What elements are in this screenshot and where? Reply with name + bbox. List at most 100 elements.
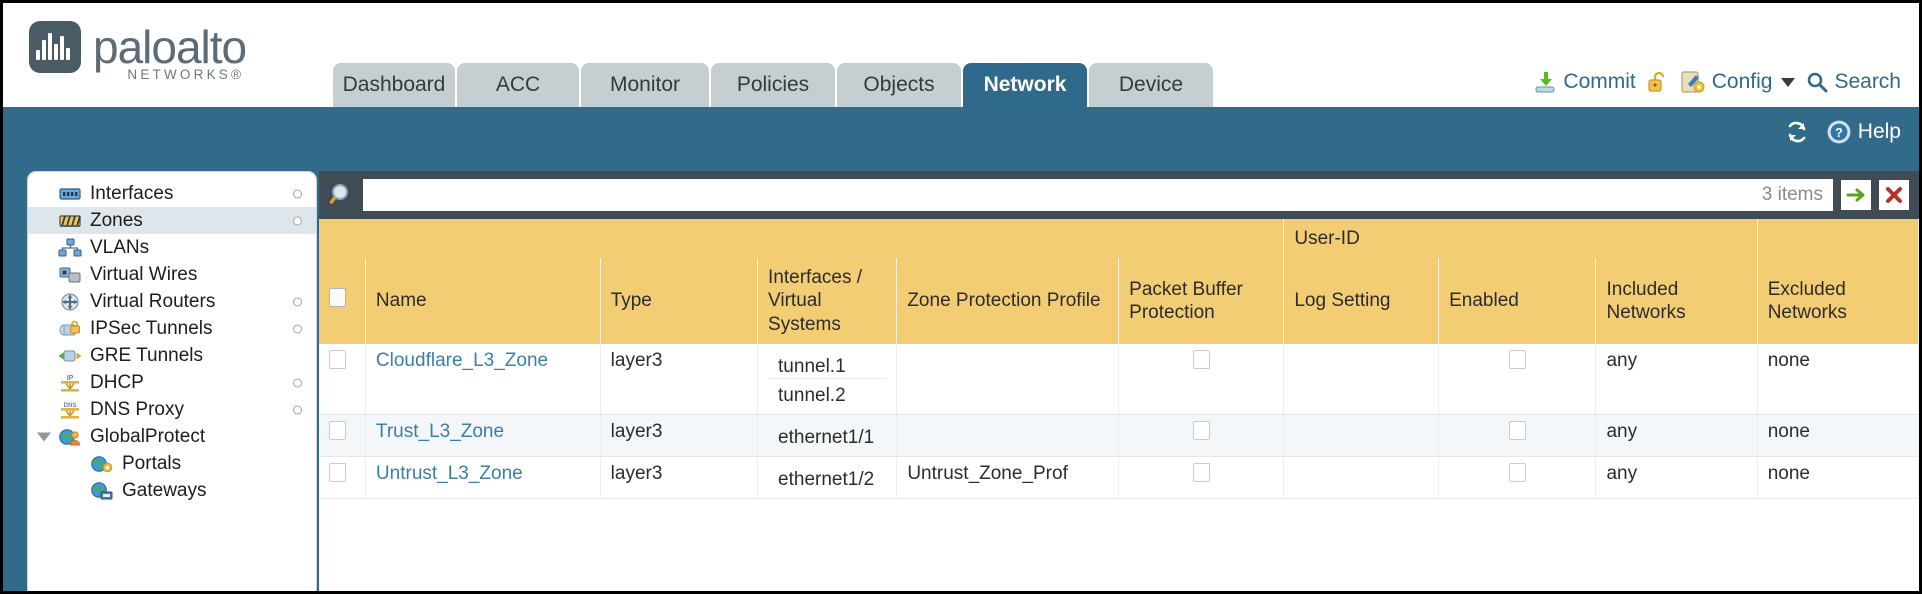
row-checkbox[interactable]	[329, 349, 346, 369]
portals-icon	[91, 455, 113, 472]
search-button[interactable]: Search	[1806, 70, 1901, 94]
column-header-excluded-networks[interactable]: Excluded Networks	[1757, 258, 1919, 344]
open-padlock-icon	[1648, 71, 1664, 92]
zone-name-link[interactable]: Trust_L3_Zone	[375, 420, 505, 442]
sidebar-item-label: GlobalProtect	[90, 425, 206, 447]
column-header-included-networks[interactable]: Included Networks	[1595, 258, 1758, 344]
help-icon: ?	[1827, 120, 1851, 144]
gre-tunnels-icon	[58, 350, 82, 361]
filter-input-wrap[interactable]: 3 items	[363, 179, 1833, 211]
packet-buffer-protection-checkbox[interactable]	[1192, 349, 1210, 369]
userid-enabled-checkbox[interactable]	[1508, 349, 1526, 369]
svg-text:?: ?	[1835, 126, 1843, 140]
interfaces-icon-wrap	[58, 184, 82, 204]
apply-filter-button[interactable]	[1841, 180, 1871, 210]
sidebar-item-virtual-wires[interactable]: Virtual Wires	[28, 261, 316, 288]
tab-dashboard[interactable]: Dashboard	[333, 63, 455, 107]
svg-text:DNS: DNS	[64, 403, 77, 409]
item-count-label: 3 items	[1761, 184, 1823, 205]
filter-search-icon[interactable]	[329, 182, 355, 208]
tab-acc[interactable]: ACC	[457, 63, 579, 107]
sidebar-item-zones[interactable]: Zones	[28, 207, 316, 234]
row-checkbox[interactable]	[329, 462, 346, 482]
tab-label: Objects	[863, 73, 935, 96]
interface-entry: tunnel.1	[768, 350, 887, 379]
userid-enabled-checkbox[interactable]	[1508, 462, 1526, 482]
column-header-log-setting[interactable]: Log Setting	[1283, 258, 1440, 344]
zone-name-link[interactable]: Untrust_L3_Zone	[375, 462, 523, 484]
zone-type-cell: layer3	[600, 414, 759, 457]
sidebar-item-status-dot	[293, 216, 302, 225]
tab-network[interactable]: Network	[963, 63, 1087, 107]
virtual-wires-icon	[59, 267, 81, 282]
tab-monitor[interactable]: Monitor	[581, 63, 709, 107]
filter-input[interactable]	[373, 184, 1754, 206]
content-area: 3 items	[319, 171, 1919, 591]
packet-buffer-protection-cell	[1118, 414, 1285, 457]
sidebar-item-gre-tunnels[interactable]: GRE Tunnels	[28, 342, 316, 369]
userid-enabled-cell	[1438, 343, 1597, 415]
tab-policies[interactable]: Policies	[711, 63, 835, 107]
sidebar-item-virtual-routers[interactable]: Virtual Routers	[28, 288, 316, 315]
group-head-spacer-right	[1757, 219, 1919, 259]
packet-buffer-protection-checkbox[interactable]	[1192, 420, 1210, 440]
green-arrow-icon	[1846, 188, 1865, 202]
zones-icon	[59, 214, 81, 227]
config-menu-button[interactable]: Config	[1680, 70, 1796, 94]
globalprotect-icon	[59, 428, 80, 445]
refresh-button[interactable]	[1784, 120, 1810, 144]
help-button[interactable]: ? Help	[1826, 119, 1901, 145]
tab-objects[interactable]: Objects	[837, 63, 961, 107]
userid-enabled-checkbox[interactable]	[1508, 420, 1526, 440]
zone-name-link[interactable]: Cloudflare_L3_Zone	[375, 349, 549, 371]
userid-enabled-cell	[1438, 414, 1597, 457]
zone-name-cell: Untrust_L3_Zone	[365, 456, 601, 499]
column-header-name[interactable]: Name	[365, 258, 601, 344]
packet-buffer-protection-checkbox[interactable]	[1192, 462, 1210, 482]
interface-entry: ethernet1/2	[778, 468, 875, 490]
tab-label: Dashboard	[342, 73, 446, 96]
column-header-enabled[interactable]: Enabled	[1438, 258, 1597, 344]
log-setting-cell	[1283, 414, 1440, 457]
tab-device[interactable]: Device	[1089, 63, 1213, 107]
sidebar-item-ipsec-tunnels[interactable]: IPSec Tunnels	[28, 315, 316, 342]
sidebar-item-portals[interactable]: Portals	[28, 450, 316, 477]
column-header-zone-protection-profile[interactable]: Zone Protection Profile	[896, 258, 1120, 344]
select-all-checkbox[interactable]	[329, 288, 346, 308]
sidebar-item-gateways[interactable]: Gateways	[28, 477, 316, 504]
brand-logo: paloalto NETWORKS®	[29, 21, 247, 81]
help-label: Help	[1857, 120, 1901, 143]
lock-button[interactable]	[1647, 70, 1669, 94]
chevron-down-icon[interactable]	[37, 432, 51, 441]
excluded-networks-cell: none	[1757, 456, 1919, 499]
included-networks-cell: any	[1595, 414, 1758, 457]
portals-icon-wrap	[90, 454, 114, 474]
column-header-packet-buffer-protection[interactable]: Packet Buffer Protection	[1118, 258, 1285, 344]
interface-entry: ethernet1/1	[778, 426, 875, 448]
commit-button[interactable]: Commit	[1533, 70, 1636, 94]
sidebar-item-globalprotect[interactable]: GlobalProtect	[28, 423, 316, 450]
column-header-interfaces-virtual-systems[interactable]: Interfaces / Virtual Systems	[757, 258, 898, 344]
sidebar-item-label: Virtual Wires	[90, 263, 198, 285]
clear-filter-button[interactable]	[1879, 180, 1909, 210]
group-header-userid: User-ID	[1283, 219, 1758, 259]
row-select-cell	[319, 414, 366, 457]
included-networks-cell: any	[1595, 456, 1758, 499]
chevron-down-icon[interactable]	[1781, 77, 1796, 87]
svg-text:IP: IP	[67, 375, 74, 382]
interfaces-cell: ethernet1/1	[757, 414, 898, 457]
sidebar-item-vlans[interactable]: VLANs	[28, 234, 316, 261]
sidebar-item-status-dot	[293, 405, 302, 414]
sidebar-item-interfaces[interactable]: Interfaces	[28, 180, 316, 207]
config-icon	[1681, 71, 1705, 93]
column-header-type[interactable]: Type	[600, 258, 759, 344]
row-checkbox[interactable]	[329, 420, 346, 440]
